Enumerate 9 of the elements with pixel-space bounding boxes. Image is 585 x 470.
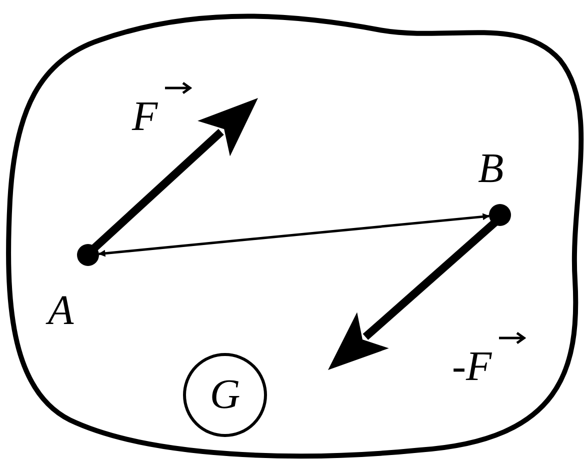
circle-label — [183, 353, 267, 437]
force-label: F⃗ — [132, 96, 192, 138]
point-label: G — [210, 374, 240, 416]
double-arrow — [98, 213, 490, 257]
point-label: B — [478, 148, 504, 190]
point-dot — [77, 244, 99, 266]
force-label: -F⃗ — [452, 346, 526, 388]
point-dot — [489, 204, 511, 226]
point-label: A — [48, 290, 74, 332]
